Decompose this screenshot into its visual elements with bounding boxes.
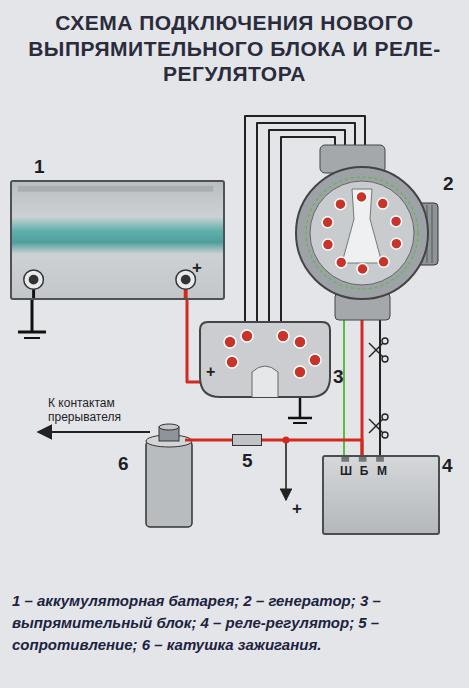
ignition-coil: 6 [140, 425, 198, 530]
polarity-sign: + [192, 258, 202, 278]
ground-symbol [288, 397, 312, 423]
title: СХЕМА ПОДКЛЮЧЕНИЯ НОВОГО ВЫПРЯМИТЕЛЬНОГО… [8, 10, 461, 87]
breaker-label: К контактам прерывателя [48, 396, 148, 425]
terminal-label: Б [357, 464, 371, 478]
wire [187, 300, 200, 382]
plus-lead [285, 440, 287, 500]
wire [361, 320, 364, 455]
wire [198, 439, 232, 442]
generator-shape [290, 145, 440, 320]
callout-number: 6 [118, 453, 129, 475]
battery-shape [12, 182, 223, 298]
scissors-symbol [369, 414, 388, 438]
resistor: 5 [232, 434, 262, 446]
breaker-lead [38, 431, 150, 433]
wire [343, 320, 345, 455]
rectifier-block: 3 [200, 322, 330, 397]
callout-number: 1 [34, 156, 45, 178]
callout-number: 3 [333, 366, 344, 388]
wire [379, 320, 381, 455]
wire [262, 440, 362, 455]
terminal-label: М [375, 464, 389, 478]
callout-number: 5 [242, 450, 253, 472]
relay-regulator: 4ШБМ [322, 455, 440, 535]
rectifier-block-shape [200, 322, 330, 397]
caption: 1 – аккумуляторная батарея; 2 – генерато… [12, 590, 459, 655]
battery: 1 [10, 180, 225, 300]
terminal-label: Ш [339, 464, 353, 478]
polarity-sign: + [292, 499, 302, 519]
callout-number: 4 [442, 455, 453, 477]
ignition-coil-shape [140, 425, 198, 530]
generator: 2 [290, 145, 440, 320]
polarity-sign: + [206, 362, 215, 381]
resistor-shape [233, 435, 261, 445]
scissors-symbol [369, 338, 388, 362]
callout-number: 2 [443, 173, 454, 195]
ground-symbol [18, 300, 46, 338]
